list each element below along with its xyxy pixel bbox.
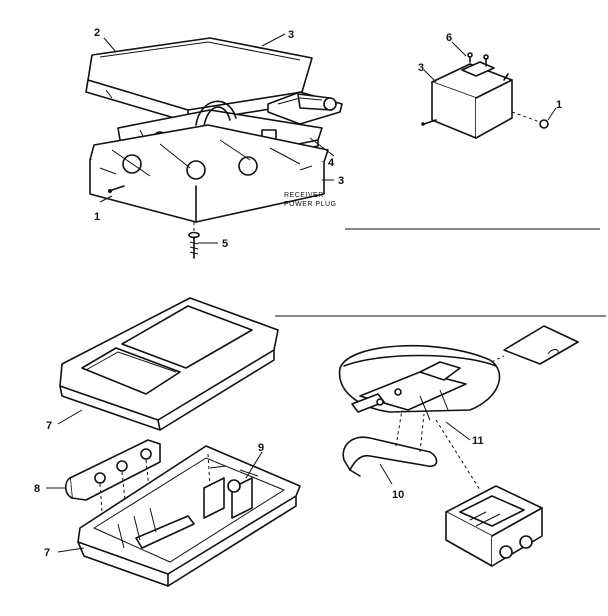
callout-6: 6: [446, 32, 452, 44]
callout-8: 8: [34, 483, 40, 495]
callout-4: 4: [328, 157, 335, 169]
callout-1-plug: 1: [556, 99, 562, 111]
transmitter-belt-clip: [342, 409, 438, 477]
transmitter-battery: [435, 419, 543, 567]
console-base-tray: [77, 445, 301, 587]
receiver-power-plug-part: [267, 91, 343, 125]
transmitter-housing: [338, 344, 501, 421]
callout-10: 10: [392, 489, 404, 501]
console-leader-lines: [46, 409, 263, 553]
receiver-side-screw: [108, 185, 125, 193]
callout-1-receiver: 1: [94, 211, 100, 223]
receiver-base-case: [89, 124, 329, 223]
callout-9: 9: [258, 442, 264, 454]
callout-5: 5: [222, 238, 228, 250]
callout-2: 2: [94, 27, 100, 39]
receiver-note-line1: RECEIVER: [284, 192, 324, 199]
callout-11: 11: [472, 435, 484, 447]
callout-3-base: 3: [338, 175, 344, 187]
callout-3-top-cover: 3: [288, 29, 294, 41]
console-top-cover: [59, 297, 279, 431]
receiver-leader-lines: [99, 33, 335, 203]
callout-7-cover: 7: [46, 420, 52, 432]
callout-7-base: 7: [44, 547, 50, 559]
transmitter-leader-lines: [379, 421, 471, 485]
callout-3-plug: 3: [418, 62, 424, 74]
receiver-screw-5: [188, 222, 218, 259]
power-plug-box: [421, 41, 557, 139]
receiver-note-line2: POWER PLUG: [284, 201, 336, 208]
